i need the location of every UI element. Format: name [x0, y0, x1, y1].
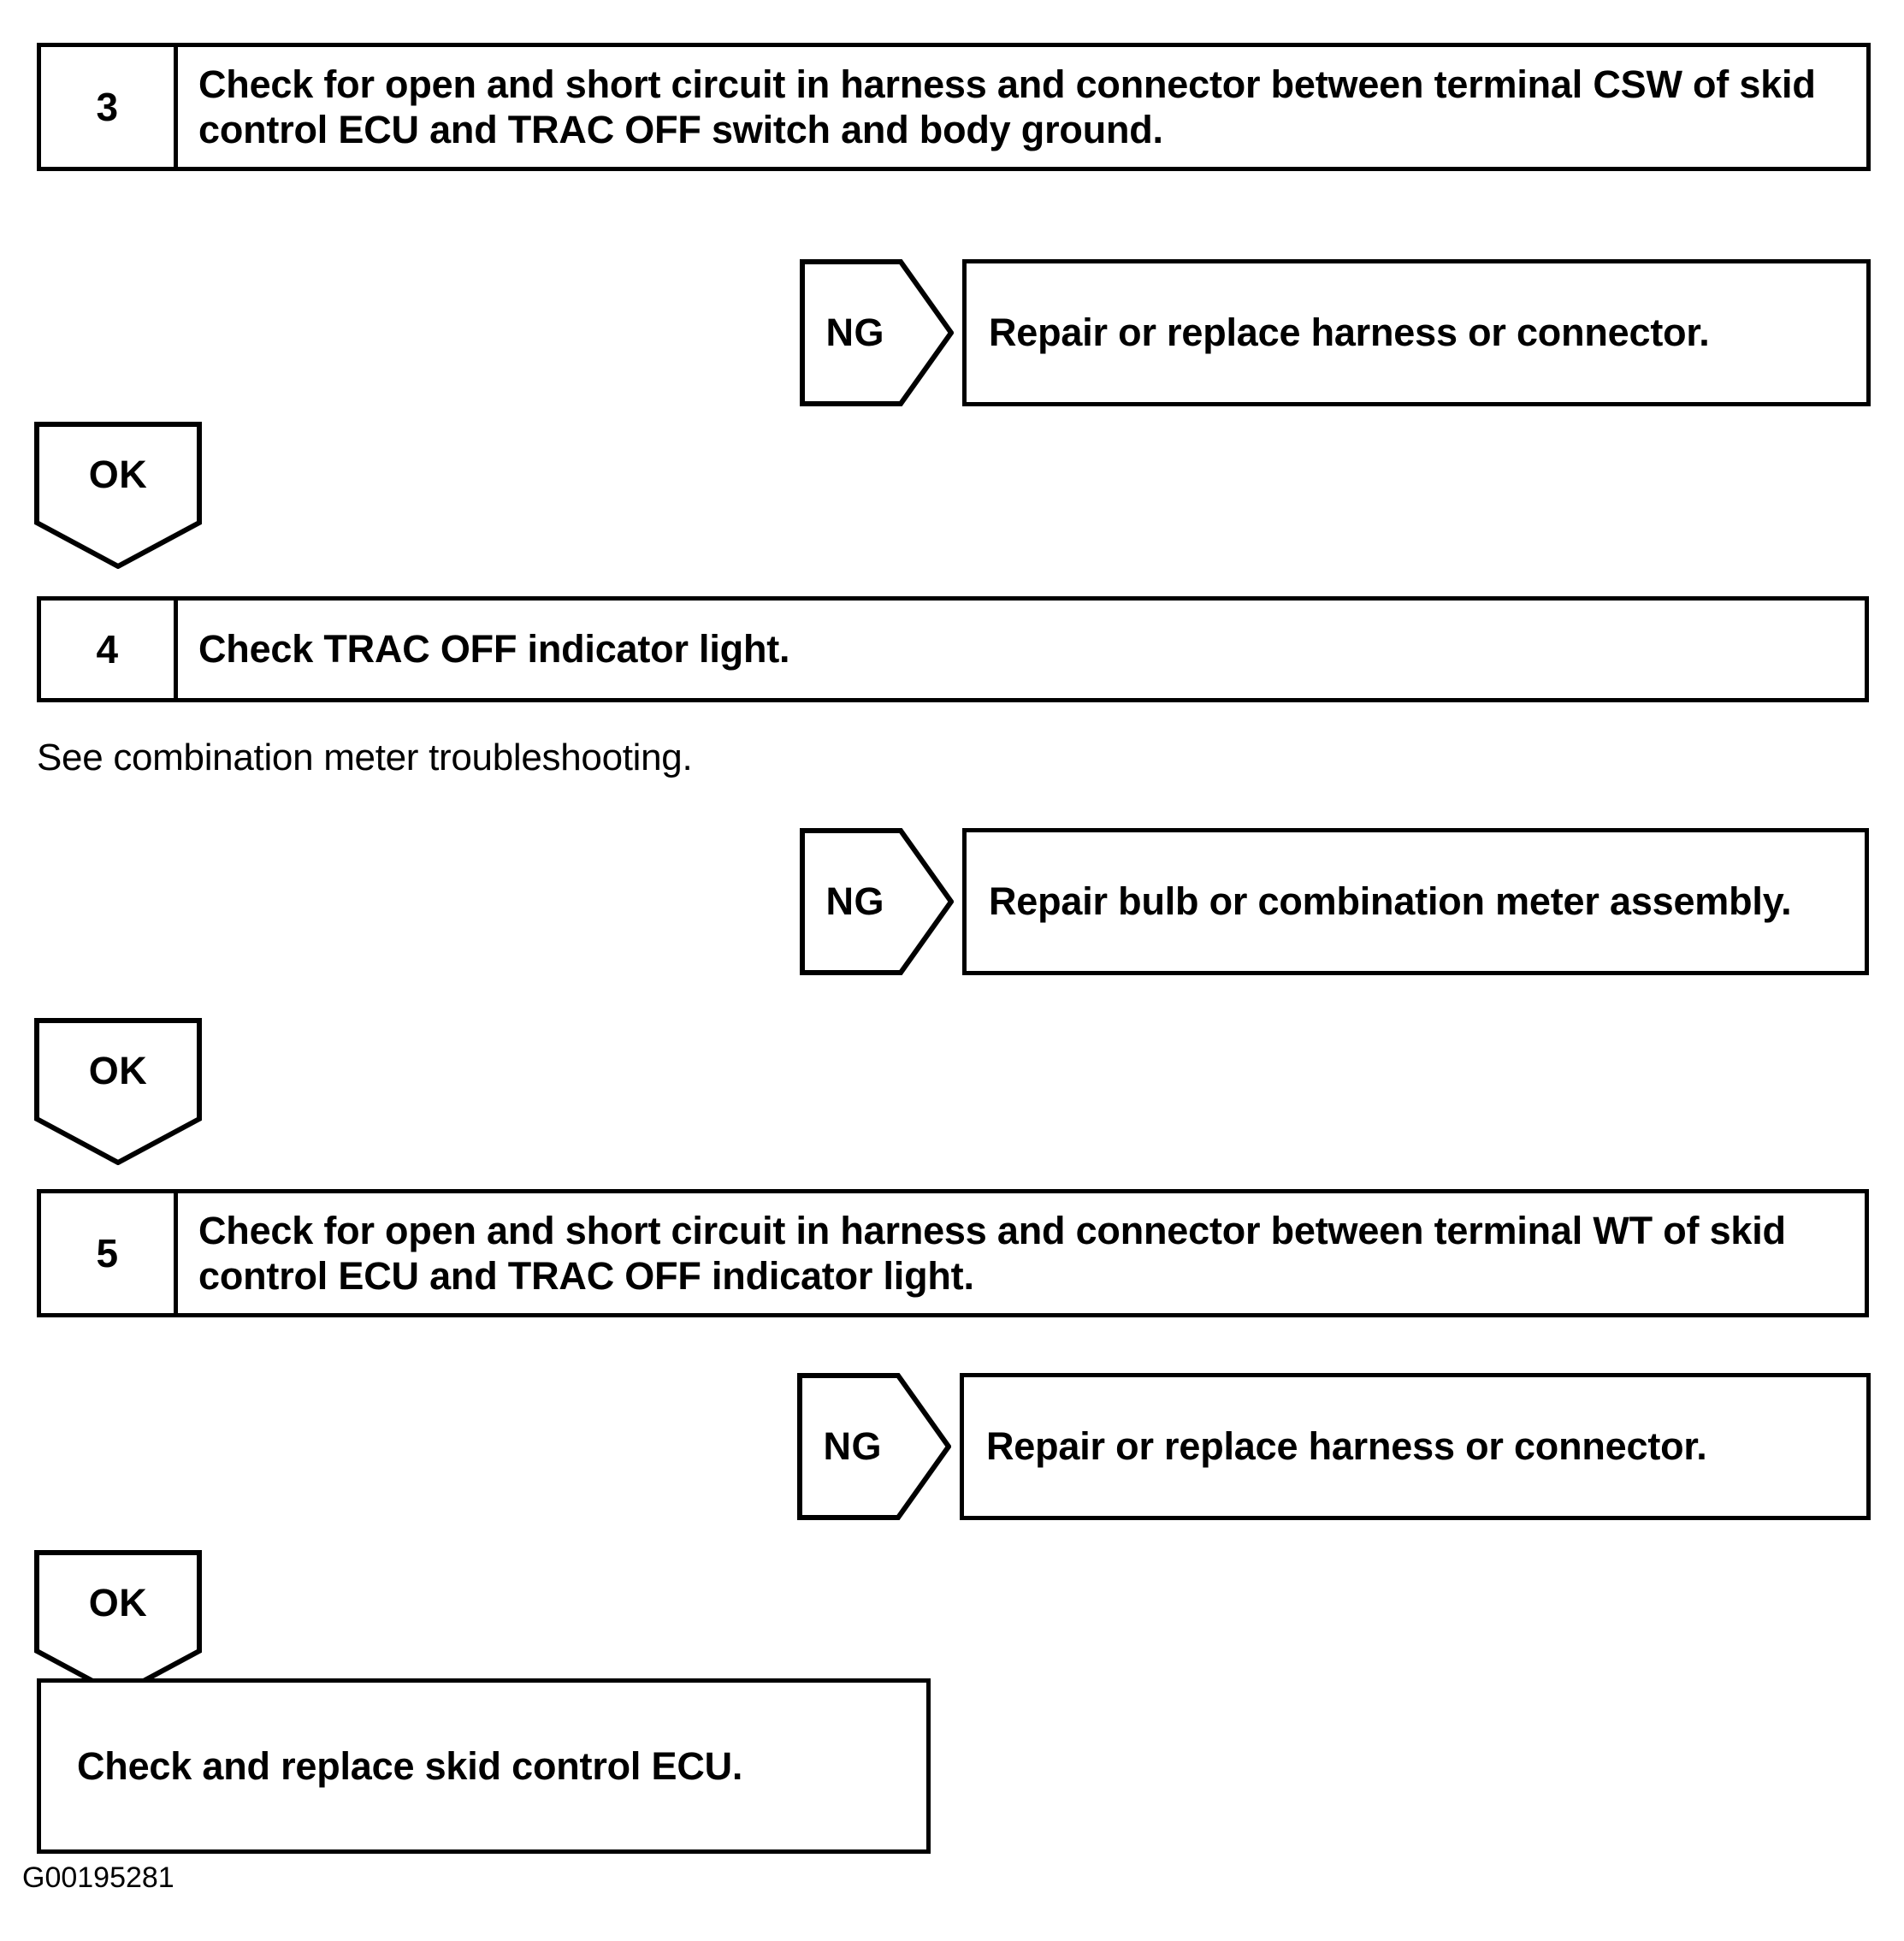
- final-action-box: Check and replace skid control ECU.: [37, 1678, 931, 1854]
- step-box-5: 5 Check for open and short circuit in ha…: [37, 1189, 1869, 1317]
- step-number-3: 3: [96, 85, 119, 129]
- ok-connector-1: OK: [34, 422, 202, 570]
- step-text-cell-5: Check for open and short circuit in harn…: [178, 1193, 1865, 1313]
- ok-pentagon-icon: [34, 1550, 202, 1698]
- ng-result-box-3: Repair or replace harness or connector.: [960, 1373, 1871, 1520]
- step-instruction-5: Check for open and short circuit in harn…: [198, 1208, 1786, 1298]
- step-number-cell-3: 3: [41, 47, 178, 167]
- step-instruction-4: Check TRAC OFF indicator light.: [198, 627, 790, 672]
- ng-result-box-2: Repair bulb or combination meter assembl…: [962, 828, 1869, 975]
- note-combination-meter: See combination meter troubleshooting.: [37, 737, 693, 778]
- ok-connector-3: OK: [34, 1550, 202, 1698]
- ng-connector-3: NG: [797, 1373, 952, 1520]
- ng-pentagon-icon: [800, 259, 955, 406]
- final-action-text: Check and replace skid control ECU.: [77, 1743, 743, 1788]
- step-number-5: 5: [96, 1231, 119, 1275]
- ng-pentagon-icon: [800, 828, 955, 975]
- step-number-cell-4: 4: [41, 601, 178, 698]
- ng-pentagon-icon: [797, 1373, 952, 1520]
- step-number-4: 4: [96, 627, 119, 672]
- ng-result-box-1: Repair or replace harness or connector.: [962, 259, 1871, 406]
- step-text-cell-3: Check for open and short circuit in harn…: [178, 47, 1866, 167]
- ok-pentagon-icon: [34, 422, 202, 570]
- note-text: See combination meter troubleshooting.: [37, 737, 693, 778]
- ng-result-text-2: Repair bulb or combination meter assembl…: [989, 879, 1792, 924]
- ng-connector-1: NG: [800, 259, 955, 406]
- step-box-4: 4 Check TRAC OFF indicator light.: [37, 596, 1869, 702]
- step-box-3: 3 Check for open and short circuit in ha…: [37, 43, 1871, 171]
- step-text-cell-4: Check TRAC OFF indicator light.: [178, 601, 1865, 698]
- figure-code: G00195281: [22, 1861, 174, 1895]
- ng-result-text-1: Repair or replace harness or connector.: [989, 311, 1710, 355]
- figure-code-text: G00195281: [22, 1861, 174, 1894]
- ok-connector-2: OK: [34, 1018, 202, 1166]
- ng-result-text-3: Repair or replace harness or connector.: [986, 1424, 1707, 1469]
- ng-connector-2: NG: [800, 828, 955, 975]
- step-instruction-3: Check for open and short circuit in harn…: [198, 62, 1816, 151]
- step-number-cell-5: 5: [41, 1193, 178, 1313]
- ok-pentagon-icon: [34, 1018, 202, 1166]
